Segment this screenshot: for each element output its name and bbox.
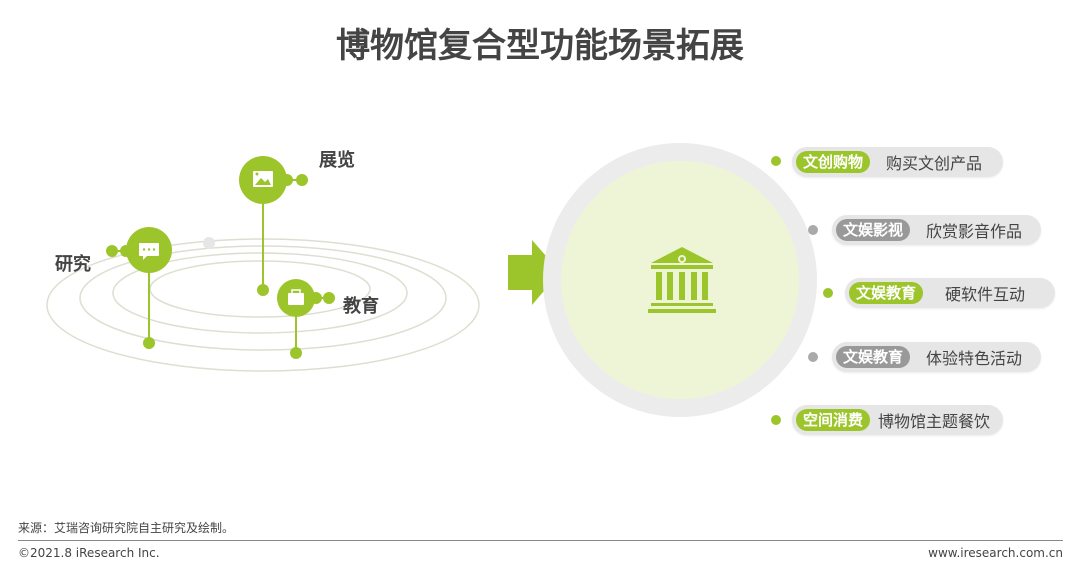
- function-desc: 硬软件互动: [945, 285, 1026, 304]
- function-desc: 体验特色活动: [926, 349, 1023, 368]
- function-item: 文创购物购买文创产品: [792, 147, 1003, 177]
- function-tag: 文娱影视: [836, 219, 911, 241]
- website: www.iresearch.com.cn: [928, 546, 1063, 560]
- function-desc: 欣赏影音作品: [926, 222, 1023, 241]
- node-label-research: 研究: [55, 254, 91, 275]
- chat-icon: [139, 243, 159, 260]
- bullet-dot: [823, 288, 833, 298]
- function-tag: 文创购物: [796, 151, 871, 173]
- bullet-dot: [771, 415, 781, 425]
- image-icon: [253, 171, 273, 187]
- node-label-exhibition: 展览: [319, 150, 355, 171]
- function-tag: 文娱教育: [849, 282, 924, 304]
- function-desc: 购买文创产品: [886, 154, 983, 173]
- function-desc: 博物馆主题餐饮: [878, 412, 991, 431]
- bullet-dot: [808, 352, 818, 362]
- bullet-dot: [808, 225, 818, 235]
- briefcase-icon: [288, 289, 304, 305]
- function-item: 文娱教育 硬软件互动: [845, 278, 1055, 308]
- node-label-education: 教育: [343, 296, 379, 317]
- source-note: 来源：艾瑞咨询研究院自主研究及绘制。: [18, 521, 235, 535]
- footer-divider: [18, 540, 1063, 541]
- copyright: ©2021.8 iResearch Inc.: [18, 546, 160, 560]
- function-item: 文娱影视欣赏影音作品: [832, 215, 1041, 245]
- arrow-right-icon: [508, 240, 560, 305]
- orbit-ring: [112, 252, 408, 334]
- function-item: 空间消费博物馆主题餐饮: [792, 405, 1003, 435]
- museum-icon: [648, 247, 716, 313]
- bullet-dot: [771, 156, 781, 166]
- orbit-dot-gray: [203, 237, 215, 249]
- function-tag: 文娱教育: [836, 346, 911, 368]
- page-title: 博物馆复合型功能场景拓展: [336, 26, 744, 66]
- function-tag: 空间消费: [796, 409, 871, 431]
- function-item: 文娱教育体验特色活动: [832, 342, 1041, 372]
